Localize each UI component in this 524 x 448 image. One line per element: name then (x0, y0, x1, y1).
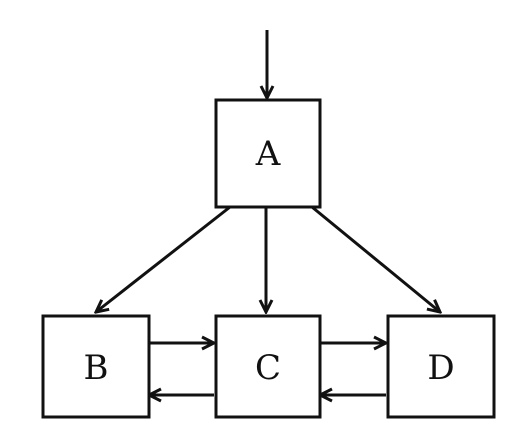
node-c: C (214, 314, 322, 419)
edges (96, 30, 440, 395)
edge-a-to-d (311, 205, 440, 312)
node-c-label: C (255, 348, 281, 388)
node-d: D (386, 314, 496, 419)
node-c-box (214, 314, 322, 419)
node-a-box (214, 98, 322, 209)
node-b: B (41, 314, 151, 419)
node-b-box (41, 314, 151, 419)
node-a-label: A (255, 134, 281, 174)
node-d-box (386, 314, 496, 419)
node-a: A (214, 98, 322, 209)
node-b-label: B (84, 348, 109, 388)
node-d-label: D (427, 348, 454, 388)
edge-a-to-b (96, 205, 231, 312)
